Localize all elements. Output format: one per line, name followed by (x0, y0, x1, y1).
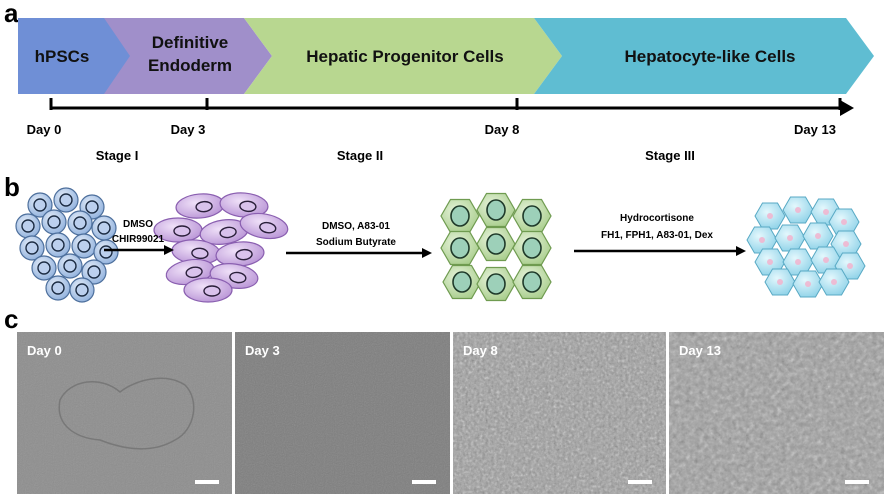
endoderm-cell (215, 241, 265, 267)
scale-bar-day13 (845, 480, 869, 484)
hpsc-cell (41, 209, 67, 235)
progenitor-cell (512, 264, 552, 300)
progenitor-cell (476, 226, 516, 262)
timeline-arrowhead (840, 100, 854, 116)
arrow3-head (736, 246, 746, 256)
hepatocyte-cell (818, 268, 850, 296)
protocol-arrow-2: DMSO, A83-01 Sodium Butyrate (286, 221, 432, 258)
arrow1-line2: CHIR99021 (112, 234, 165, 245)
micrograph-label-day8: Day 8 (463, 343, 498, 358)
chevron-label-hepatocyte: Hepatocyte-like Cells (624, 47, 795, 66)
arrow2-line2: Sodium Butyrate (316, 237, 396, 248)
micrograph-label-day13: Day 13 (679, 343, 721, 358)
micrograph-day13: Day 13 (669, 332, 884, 494)
hepatocyte-cell (792, 270, 824, 298)
arrow1-line1: DMSO (123, 219, 153, 230)
progenitor-cell (440, 230, 480, 266)
panel-label-b: b (4, 172, 20, 202)
micrograph-day3: Day 3 (235, 332, 450, 494)
chevron-progenitor (244, 18, 562, 94)
micrograph-label-day3: Day 3 (245, 343, 280, 358)
chevron-hpscs (18, 18, 146, 94)
endoderm-cell (239, 212, 289, 240)
hpsc-cell (57, 253, 83, 279)
protocol-arrow-1: DMSO CHIR99021 (104, 219, 174, 255)
day-label-8: Day 8 (485, 122, 520, 137)
arrow3-line2: FH1, FPH1, A83-01, Dex (601, 230, 713, 241)
hpsc-cell (67, 210, 93, 236)
endoderm-cell-cluster (153, 192, 289, 303)
arrow2-line1: DMSO, A83-01 (322, 221, 390, 232)
progenitor-cell (476, 192, 516, 228)
progenitor-cell (476, 266, 516, 302)
chevron-label-hpscs: hPSCs (35, 47, 90, 66)
stage-chevron-bar: hPSCs Definitive Endoderm Hepatic Progen… (18, 18, 874, 94)
progenitor-cell-cluster (440, 192, 552, 302)
hepatocyte-cell (802, 222, 834, 250)
hpsc-cell (45, 275, 71, 301)
stage-label-3: Stage III (645, 148, 695, 163)
hpsc-cell (15, 213, 41, 239)
hpsc-cell (19, 235, 45, 261)
chevron-hepatocyte (534, 18, 874, 94)
hpsc-cell (91, 215, 117, 241)
endoderm-cell (175, 193, 225, 219)
progenitor-cell (440, 198, 480, 234)
micrograph-label-day0: Day 0 (27, 343, 62, 358)
progenitor-cell (512, 230, 552, 266)
timeline: Day 0 Day 3 Day 8 Day 13 Stage I Stage I… (27, 98, 854, 163)
arrow1-head (164, 245, 174, 255)
day-label-13: Day 13 (794, 122, 836, 137)
hpsc-cell (81, 259, 107, 285)
endoderm-cell (183, 277, 233, 303)
micrograph-day0: Day 0 (17, 332, 232, 494)
stage-label-1: Stage I (96, 148, 139, 163)
chevron-label-endoderm-2: Endoderm (148, 56, 232, 75)
panel-label-a: a (4, 0, 19, 28)
hepatocyte-cell (782, 248, 814, 276)
hpsc-cell (69, 277, 95, 303)
hpsc-cell-cluster (15, 187, 119, 303)
hpsc-cell (53, 187, 79, 213)
progenitor-cell (512, 198, 552, 234)
hepatocyte-cell (754, 202, 786, 230)
scale-bar-day8 (628, 480, 652, 484)
arrow3-line1: Hydrocortisone (620, 213, 694, 224)
hepatocyte-cell (774, 224, 806, 252)
hepatocyte-cell (782, 196, 814, 224)
hpsc-cell (31, 255, 57, 281)
arrow2-head (422, 248, 432, 258)
hpsc-cell (71, 233, 97, 259)
scale-bar-day3 (412, 480, 436, 484)
progenitor-cell (442, 264, 482, 300)
stage-label-2: Stage II (337, 148, 383, 163)
chevron-label-progenitor: Hepatic Progenitor Cells (306, 47, 503, 66)
chevron-label-endoderm-1: Definitive (152, 33, 229, 52)
chevron-endoderm (104, 18, 272, 94)
day-label-3: Day 3 (171, 122, 206, 137)
micrograph-day8: Day 8 (453, 332, 666, 494)
hepatocyte-cell (764, 268, 796, 296)
panel-label-c: c (4, 304, 18, 334)
scale-bar-day0 (195, 480, 219, 484)
hepatocyte-cell-cluster (746, 196, 866, 298)
endoderm-cell (219, 192, 269, 218)
hpsc-cell (45, 232, 71, 258)
colony-outline (58, 377, 195, 450)
day-label-0: Day 0 (27, 122, 62, 137)
protocol-arrow-3: Hydrocortisone FH1, FPH1, A83-01, Dex (574, 213, 746, 256)
hpsc-cell (27, 192, 53, 218)
